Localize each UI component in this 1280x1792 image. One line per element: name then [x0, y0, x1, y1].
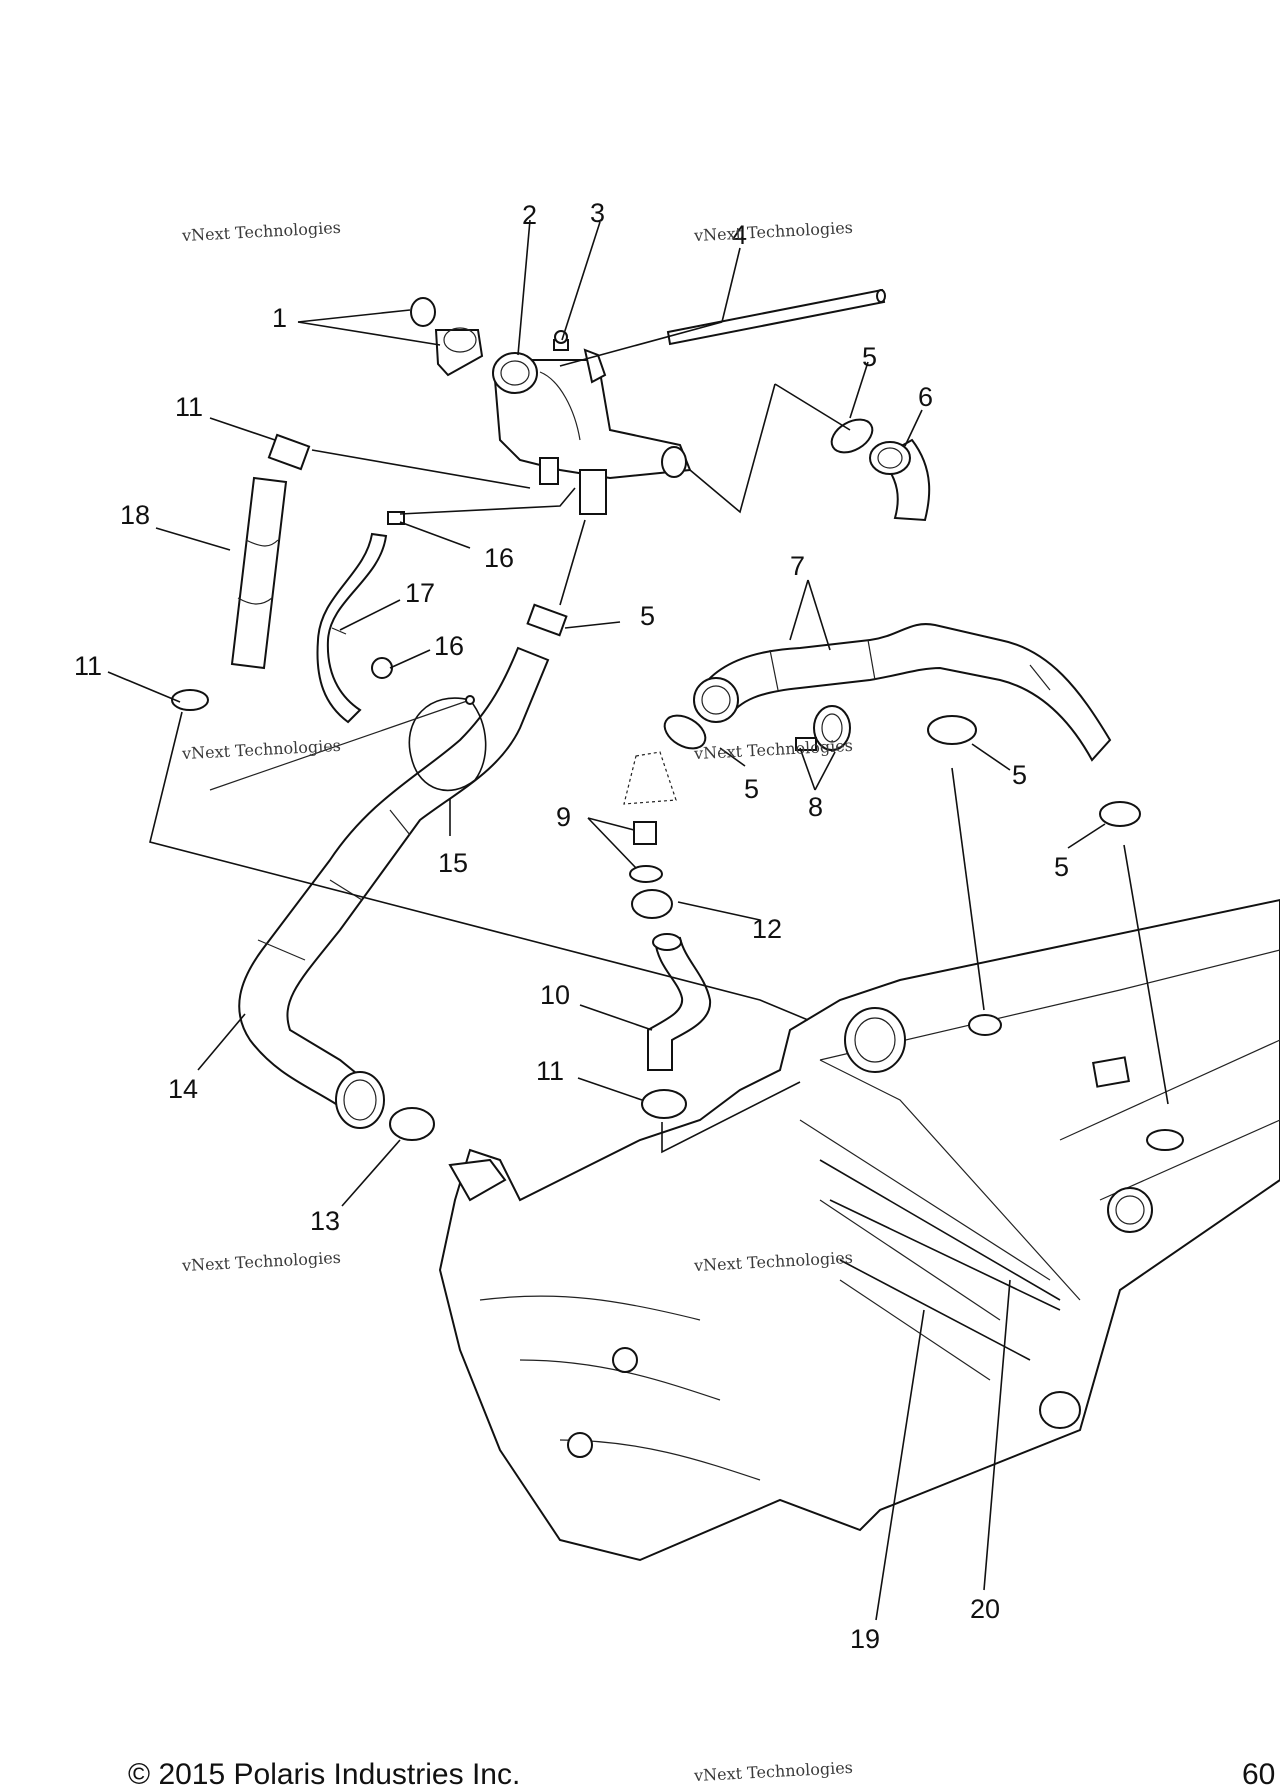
- screw: [553, 330, 569, 351]
- callout-11b: 11: [74, 651, 102, 681]
- clamp-16-mid: [371, 657, 393, 679]
- clamp-11-left: [171, 689, 209, 711]
- callouts: 1 2 3 4 5 6 11 18 16 17 16 5 7 11 5 5 8 …: [74, 198, 1069, 1654]
- callout-16a: 16: [484, 543, 514, 573]
- callout-5c: 5: [744, 774, 759, 804]
- clamp-12: [631, 889, 673, 919]
- callout-8: 8: [808, 792, 823, 822]
- clamp-8: [795, 705, 851, 751]
- vent-tube: [666, 288, 886, 346]
- band-clamp-15: [209, 695, 487, 792]
- callout-11a: 11: [175, 392, 203, 422]
- callout-7: 7: [790, 551, 805, 581]
- coolant-reservoir: [492, 348, 692, 515]
- hose-14: [238, 646, 550, 1129]
- clamp-5-top: [830, 418, 874, 454]
- leader-lines: [107, 219, 1169, 1621]
- clamp-11-bottom: [641, 1089, 687, 1119]
- clamp-5-left-7: [663, 714, 707, 750]
- callout-5d: 5: [1012, 760, 1027, 790]
- callout-9: 9: [556, 802, 571, 832]
- callout-19: 19: [850, 1624, 880, 1654]
- copyright-notice: © 2015 Polaris Industries Inc.: [128, 1758, 521, 1791]
- callout-17: 17: [405, 578, 435, 608]
- callout-13: 13: [310, 1206, 340, 1236]
- hose-17: [316, 532, 388, 724]
- reservoir-cap: [410, 297, 484, 377]
- callout-10: 10: [540, 980, 570, 1010]
- hose-7: [693, 623, 1112, 762]
- clamp-5-right-b: [1099, 801, 1141, 827]
- clamp-5-right-a: [927, 715, 977, 745]
- hose-18: [230, 476, 288, 670]
- page-number: 60: [1242, 1758, 1276, 1791]
- callout-6: 6: [918, 382, 933, 412]
- thermostat: [623, 751, 677, 883]
- clamp-13: [389, 1107, 435, 1141]
- callout-14: 14: [168, 1074, 198, 1104]
- callout-3: 3: [590, 198, 605, 228]
- callout-12: 12: [752, 914, 782, 944]
- callout-5b: 5: [640, 601, 655, 631]
- hose-10: [647, 933, 712, 1071]
- clamp-5-mid: [526, 603, 568, 637]
- callout-5e: 5: [1054, 852, 1069, 882]
- callout-1: 1: [272, 303, 287, 333]
- callout-16b: 16: [434, 631, 464, 661]
- callout-20: 20: [970, 1594, 1000, 1624]
- callout-15: 15: [438, 848, 468, 878]
- callout-5a: 5: [862, 342, 877, 372]
- callout-18: 18: [120, 500, 150, 530]
- clamp-16-top: [387, 511, 405, 525]
- chassis-frame: [438, 898, 1280, 1562]
- hose-6: [869, 438, 931, 522]
- callout-2: 2: [522, 200, 537, 230]
- callout-4: 4: [732, 220, 747, 250]
- clamp-11-top: [267, 433, 311, 471]
- callout-11c: 11: [536, 1056, 564, 1086]
